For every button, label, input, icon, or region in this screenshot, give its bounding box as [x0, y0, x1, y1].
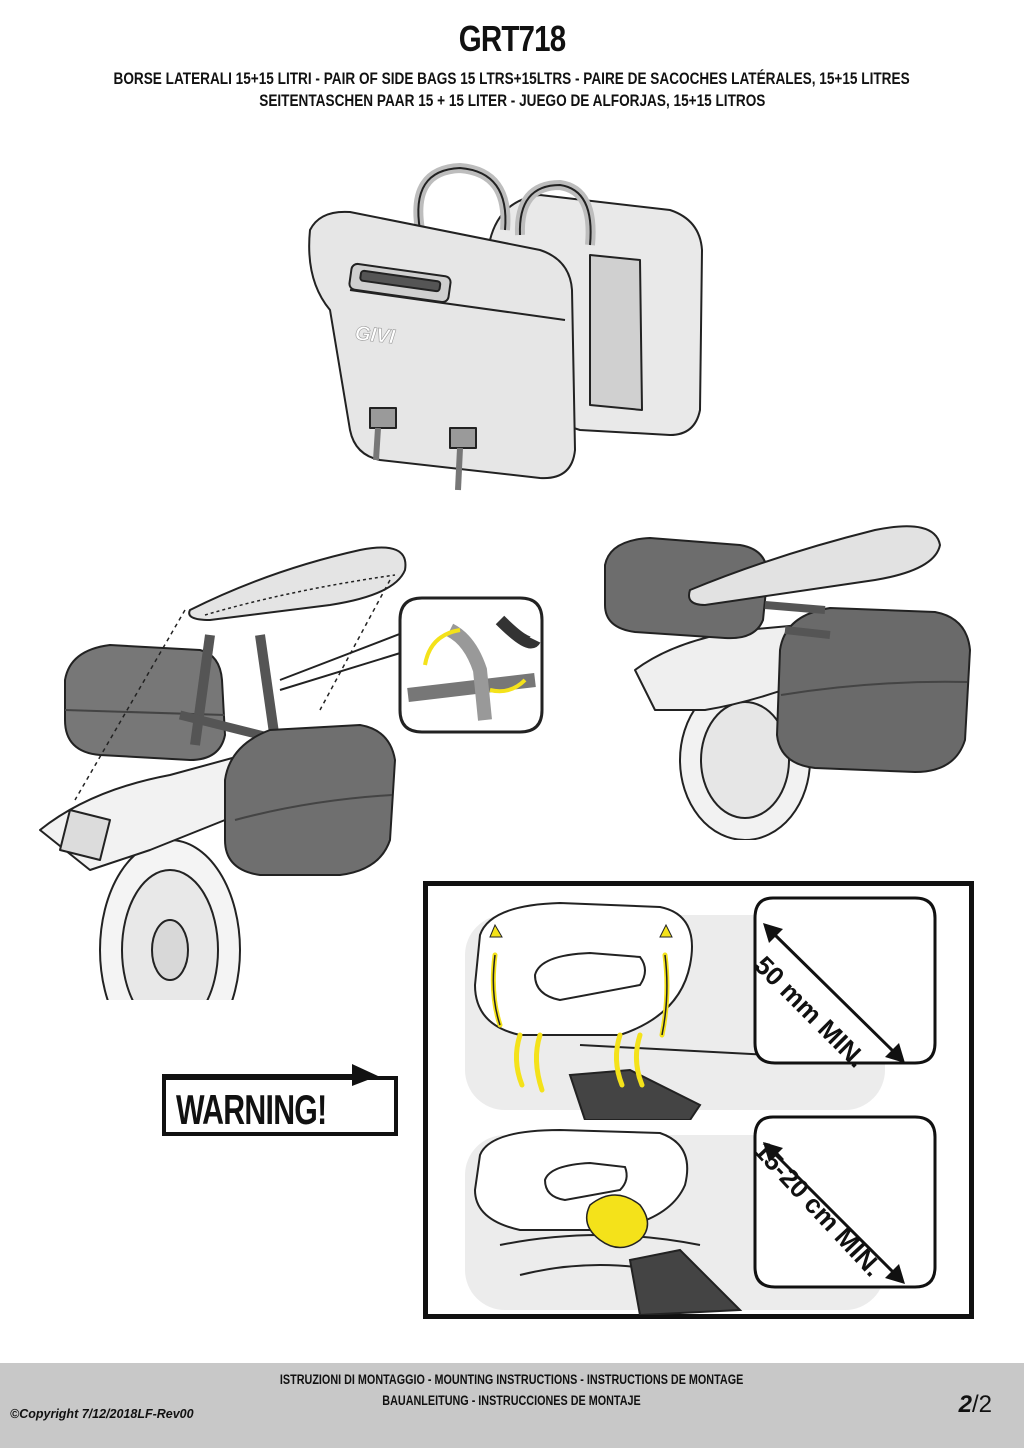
clearance-callout-top: [753, 896, 937, 1065]
page-total: /2: [971, 1391, 992, 1418]
instructions-heading: ISTRUZIONI DI MONTAGGIO - MOUNTING INSTR…: [0, 1369, 1024, 1411]
warning-text: WARNING!: [176, 1086, 327, 1133]
page-current: 2: [958, 1391, 972, 1418]
side-bags-illustration: GIVI: [308, 163, 703, 491]
copyright-text: ©Copyright 7/12/2018LF-Rev00: [10, 1407, 194, 1421]
footer: ©Copyright 7/12/2018LF-Rev00 ISTRUZIONI …: [0, 1363, 1024, 1448]
installed-bags-illustration: [604, 525, 971, 840]
clearance-callout-bottom: [753, 1115, 937, 1289]
title-line-1: BORSE LATERALI 15+15 LITRI - PAIR OF SID…: [113, 69, 911, 88]
warning-arrow-icon: [162, 1064, 378, 1086]
model-code: GRT718: [458, 18, 566, 59]
page-number: 2/2: [959, 1391, 992, 1419]
title-line-2: SEITENTASCHEN PAAR 15 + 15 LITER - JUEGO…: [258, 91, 766, 110]
givi-logo: GIVI: [354, 322, 397, 348]
instructions-line-2: BAUANLEITUNG - INSTRUCCIONES DE MONTAJE: [382, 1393, 642, 1408]
mounting-step-illustration: [39, 546, 544, 1000]
header: GRT718 BORSE LATERALI 15+15 LITRI - PAIR…: [0, 18, 1024, 112]
warning-label: WARNING!: [162, 1076, 398, 1136]
instructions-line-1: ISTRUZIONI DI MONTAGGIO - MOUNTING INSTR…: [280, 1372, 744, 1387]
